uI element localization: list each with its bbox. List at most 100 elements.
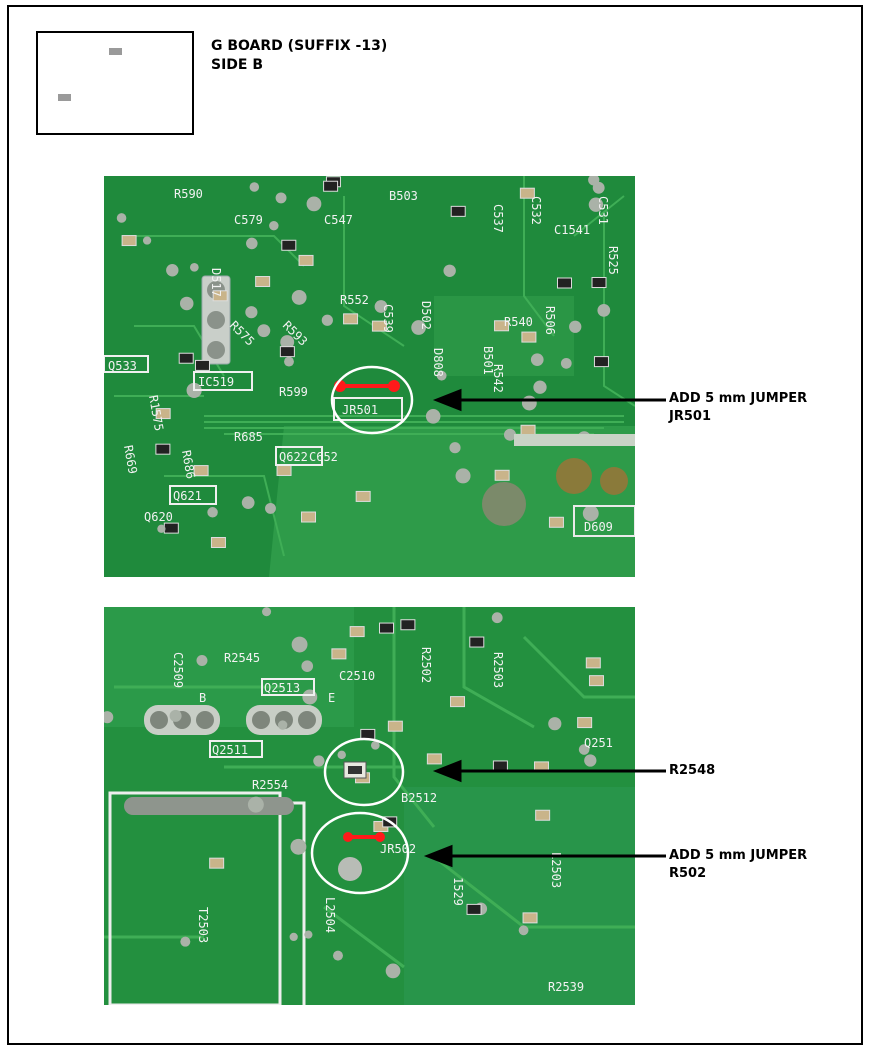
- solder-pad: [321, 314, 333, 326]
- solder-pad: [249, 182, 260, 192]
- smd-component: [426, 753, 442, 765]
- solder-pad: [196, 654, 208, 666]
- silkscreen-label: JR501: [342, 403, 378, 417]
- solder-pad: [425, 409, 441, 424]
- solder-pad: [578, 744, 590, 755]
- solder-pad: [207, 507, 218, 518]
- silkscreen-label: R590: [174, 187, 203, 201]
- solder-pad: [179, 296, 194, 311]
- solder-pad: [455, 468, 471, 484]
- silkscreen-label: R506: [543, 306, 557, 335]
- solder-pad: [530, 353, 544, 367]
- solder-pad: [166, 264, 179, 277]
- solder-pad: [280, 335, 295, 350]
- solder-pad: [560, 357, 572, 369]
- solder-pad: [491, 612, 503, 624]
- solder-pad: [262, 607, 272, 617]
- callout-jr502-line2: R502: [669, 866, 707, 881]
- silkscreen-label: R2554: [252, 778, 288, 792]
- smd-component: [534, 761, 550, 773]
- smd-component: [494, 320, 510, 332]
- solder-pad: [275, 192, 287, 204]
- solder-pad: [157, 524, 166, 533]
- solder-pad: [289, 932, 298, 942]
- solder-pad: [241, 496, 255, 509]
- smd-component: [591, 277, 607, 289]
- smd-component: [212, 290, 228, 302]
- smd-component: [255, 276, 271, 288]
- silkscreen-label: R542: [491, 364, 505, 393]
- smd-component: [379, 622, 395, 634]
- page-title: G BOARD (SUFFIX -13) SIDE B: [211, 37, 387, 75]
- solder-pad: [306, 196, 322, 212]
- smd-component: [535, 809, 551, 821]
- solder-pad: [104, 711, 114, 724]
- smd-component: [387, 720, 403, 732]
- silkscreen-label: D808: [431, 348, 445, 377]
- silkscreen-label: C1541: [554, 223, 590, 237]
- solder-pad: [436, 370, 447, 381]
- solder-pad: [313, 755, 325, 767]
- smd-component: [494, 469, 510, 481]
- silkscreen-label: Q533: [108, 359, 137, 373]
- smd-component: [343, 313, 359, 325]
- silkscreen-label: B: [199, 691, 206, 705]
- silkscreen-label: C537: [491, 204, 505, 233]
- smd-component: [588, 675, 604, 687]
- solder-pad: [246, 237, 258, 250]
- smd-component: [276, 464, 292, 476]
- smd-component: [323, 180, 339, 192]
- smd-component: [163, 522, 179, 534]
- callout-jr502: ADD 5 mm JUMPER R502: [669, 847, 807, 883]
- solder-pad: [385, 963, 401, 979]
- smd-component: [593, 356, 609, 368]
- smd-component: [155, 408, 171, 420]
- solder-pad: [116, 213, 127, 223]
- smd-component: [469, 636, 485, 648]
- smd-component: [520, 424, 536, 436]
- silkscreen-label: C539: [381, 304, 395, 333]
- silkscreen-label: R2539: [548, 980, 584, 994]
- silkscreen-label: T2503: [196, 907, 210, 943]
- locator-mark-left: [58, 94, 71, 101]
- silkscreen-label: C532: [529, 196, 543, 225]
- silkscreen-label: E: [328, 691, 335, 705]
- solder-pad: [521, 395, 537, 411]
- silkscreen-label: R540: [504, 315, 533, 329]
- smd-component: [519, 187, 535, 199]
- silkscreen-label: R686: [179, 449, 198, 480]
- highlight-circle-jr501: [330, 365, 414, 435]
- silkscreen-label: Q2511: [212, 743, 248, 757]
- silkscreen-label: L2504: [323, 897, 337, 933]
- silkscreen-label: R2502: [419, 647, 433, 683]
- silkscreen-label: B503: [389, 189, 418, 203]
- smd-component: [281, 239, 297, 251]
- silkscreen-label: C579: [234, 213, 263, 227]
- board-locator-diagram: [36, 31, 194, 135]
- solder-pad: [290, 838, 307, 855]
- silkscreen-label: C531: [596, 196, 610, 225]
- smd-component: [155, 443, 171, 455]
- smd-component: [521, 331, 537, 343]
- silkscreen-label: Q2513: [264, 681, 300, 695]
- silkscreen-label: R599: [279, 385, 308, 399]
- solder-pad: [265, 502, 276, 514]
- smd-component: [522, 912, 538, 924]
- smd-component: [210, 537, 226, 549]
- solder-pad: [269, 220, 279, 231]
- solder-pad: [332, 950, 343, 961]
- solder-pad: [597, 304, 611, 317]
- solder-pad: [503, 428, 517, 441]
- smd-component: [209, 857, 225, 869]
- highlight-circle-r2548: [323, 737, 405, 807]
- highlight-circle-jr502: [310, 811, 410, 895]
- callout-r2548: R2548: [669, 762, 715, 780]
- silkscreen-label: L2503: [549, 852, 563, 888]
- silkscreen-label: B2512: [401, 791, 437, 805]
- silkscreen-label: C652: [309, 450, 338, 464]
- smd-component: [466, 903, 482, 915]
- solder-pad: [582, 505, 599, 522]
- solder-pad: [449, 442, 461, 454]
